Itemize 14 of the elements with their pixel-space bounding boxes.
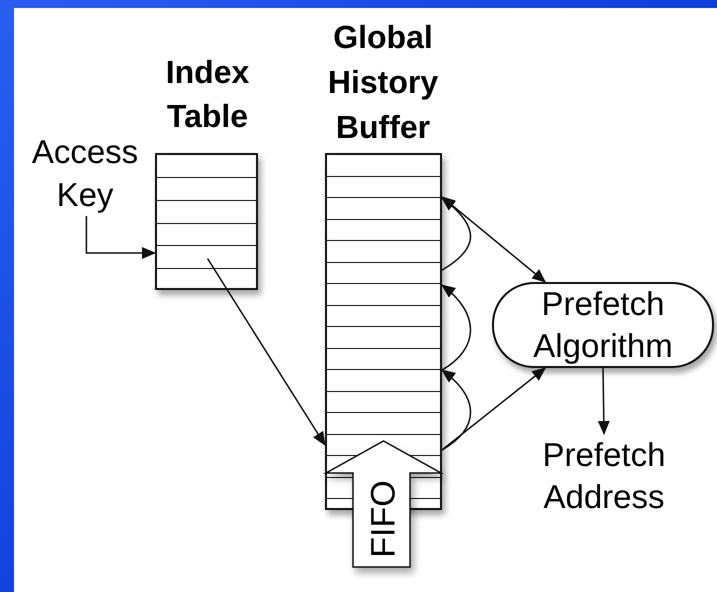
arrow — [442, 367, 546, 451]
curved-arrow — [441, 197, 472, 271]
arrow — [206, 258, 326, 446]
table-heading: Index Table — [164, 53, 250, 136]
curved-arrow — [441, 369, 472, 451]
arrow — [598, 368, 610, 435]
arrow-label: FIFO — [364, 480, 403, 558]
arrow — [86, 216, 156, 259]
process-rounded-box: Prefetch Algorithm — [492, 282, 714, 368]
arrow — [441, 196, 546, 283]
table-heading: Global History Buffer — [326, 18, 440, 147]
node-label: Access Key — [15, 130, 155, 216]
curved-arrow — [441, 284, 472, 371]
node-label: Prefetch Address — [515, 434, 693, 518]
